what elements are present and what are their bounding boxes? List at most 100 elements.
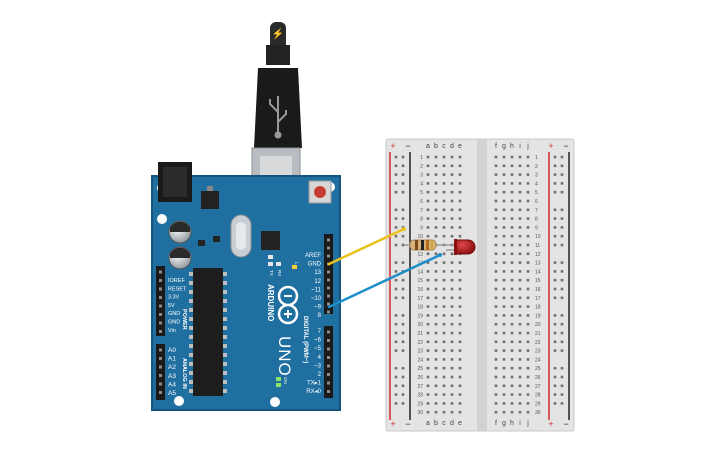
rail-label-minus-tr: − — [563, 141, 568, 151]
pin-label: ~10 — [311, 296, 322, 302]
usb-cable-strain-relief — [270, 22, 286, 50]
row-number: 18 — [535, 305, 541, 311]
column-label: f — [495, 143, 497, 150]
rail-label-minus-bl: − — [405, 419, 410, 429]
pin-label: A2 — [168, 364, 176, 371]
column-label: c — [442, 420, 446, 427]
row-number: 27 — [535, 384, 541, 390]
row-number: 19 — [535, 313, 541, 319]
column-label: b — [434, 143, 438, 150]
row-number: 19 — [417, 313, 423, 319]
led-label-tx: TX — [269, 270, 274, 276]
row-number: 4 — [535, 181, 538, 187]
row-number: 22 — [535, 340, 541, 346]
row-number: 16 — [417, 287, 423, 293]
row-number: 24 — [535, 357, 541, 363]
red-led[interactable] — [446, 239, 476, 255]
row-number: 2 — [535, 164, 538, 170]
mounting-hole — [270, 397, 280, 407]
pin-label: 12 — [314, 279, 321, 285]
row-number: 7 — [535, 208, 538, 214]
rail-label-plus-tr: + — [548, 141, 553, 151]
pin-label: 7 — [318, 329, 322, 335]
pin-label: A4 — [168, 381, 176, 388]
row-number: 24 — [417, 357, 423, 363]
row-number: 11 — [535, 243, 540, 249]
row-number: 25 — [417, 366, 423, 372]
digital-header-top — [324, 234, 333, 314]
row-number: 6 — [535, 199, 538, 205]
pin-label: GND — [308, 262, 322, 268]
row-number: 25 — [535, 366, 541, 372]
rail-label-minus-tl: − — [405, 141, 410, 151]
row-number: 18 — [417, 305, 423, 311]
row-number: 27 — [417, 384, 423, 390]
digital-header-bottom — [324, 326, 333, 398]
pin-label: 5V — [168, 303, 175, 309]
column-label: h — [510, 143, 514, 150]
column-label: a — [426, 420, 430, 427]
rail-label-plus-tl: + — [390, 141, 395, 151]
row-number: 1 — [420, 155, 423, 161]
column-label: g — [502, 143, 506, 150]
led-label-l: L — [294, 262, 299, 265]
blue-wire[interactable] — [327, 253, 442, 309]
pin-label: 4 — [318, 355, 322, 361]
analog-section-label: ANALOG IN — [181, 358, 187, 389]
column-label: g — [502, 420, 506, 427]
row-number: 14 — [417, 269, 423, 275]
row-number: 6 — [420, 199, 423, 205]
row-number: 10 — [417, 234, 423, 240]
yellow-wire[interactable] — [327, 227, 406, 266]
row-number: 21 — [535, 331, 541, 337]
row-number: 29 — [417, 401, 423, 407]
column-label: c — [442, 143, 446, 150]
row-number: 1 — [535, 155, 538, 161]
pin-label: IOREF — [168, 278, 185, 284]
row-number: 20 — [417, 322, 423, 328]
mounting-hole — [157, 214, 167, 224]
pin-label: RX◂0 — [306, 389, 321, 395]
row-number: 3 — [535, 173, 538, 179]
power-header — [156, 266, 165, 336]
pin-label: ~11 — [311, 287, 321, 293]
column-label: e — [458, 143, 462, 150]
voltage-regulator — [201, 191, 219, 209]
row-number: 8 — [535, 217, 538, 223]
rail-label-minus-br: − — [563, 419, 568, 429]
column-label: b — [434, 420, 438, 427]
arduino-uno-board[interactable]: L TX RX ON ARDUINO UNO DIGITAL (PWM~) PO… — [151, 162, 341, 411]
arduino-infinity-logo — [277, 285, 299, 325]
row-number: 5 — [420, 190, 423, 196]
row-number: 4 — [420, 181, 423, 187]
row-number: 15 — [417, 278, 423, 284]
row-number: 14 — [535, 269, 541, 275]
row-number: 17 — [417, 296, 423, 302]
chip-pins — [189, 272, 227, 393]
row-number: 30 — [535, 410, 541, 416]
breadboard-holes — [394, 155, 564, 414]
row-number: 3 — [420, 173, 423, 179]
atmega328-chip — [193, 268, 223, 396]
column-label: f — [495, 420, 497, 427]
row-number: 17 — [535, 296, 541, 302]
row-number: 9 — [535, 225, 538, 231]
row-number: 16 — [535, 287, 541, 293]
pin-label: 2 — [318, 372, 322, 378]
row-number: 8 — [420, 217, 423, 223]
led-label-rx: RX — [277, 270, 282, 276]
rail-label-plus-bl: + — [390, 419, 395, 429]
row-number: 21 — [417, 331, 423, 337]
row-number: 9 — [420, 225, 423, 231]
column-label: h — [510, 420, 514, 427]
rail-label-plus-br: + — [548, 419, 553, 429]
row-number: 28 — [535, 393, 541, 399]
column-label: i — [519, 420, 521, 427]
row-number: 15 — [535, 278, 541, 284]
pin-label: A3 — [168, 373, 176, 380]
resistor[interactable] — [404, 239, 448, 251]
pin-label: 13 — [314, 270, 321, 276]
pin-label: ~6 — [314, 338, 322, 344]
